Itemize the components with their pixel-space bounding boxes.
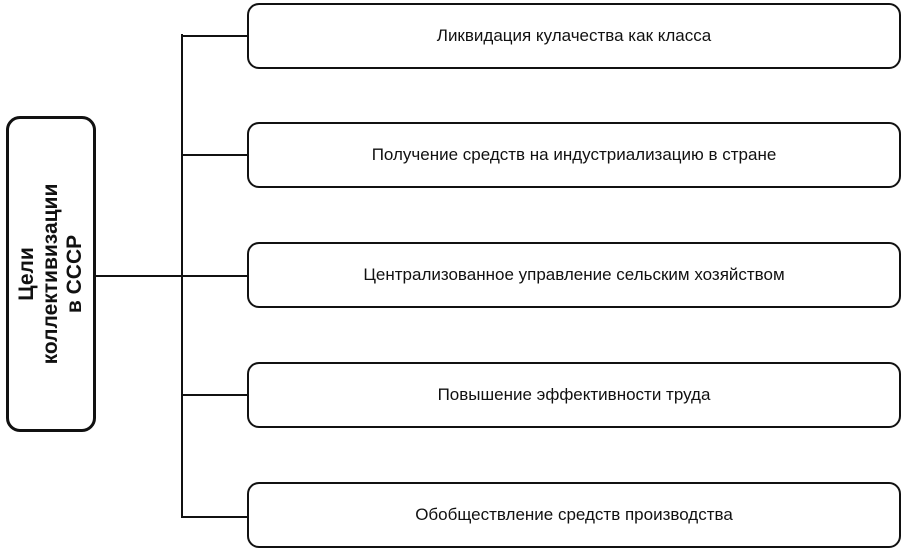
root-title-line-2: коллективизации (39, 183, 62, 365)
goal-label-3: Централизованное управление сельским хоз… (363, 265, 785, 284)
goal-node-5: Обобществление средств производства (247, 482, 901, 548)
goal-node-2: Получение средств на индустриализацию в … (247, 122, 901, 188)
goal-label-2: Получение средств на индустриализацию в … (371, 145, 777, 164)
root-title-line-3: в СССР (63, 234, 86, 314)
root-node: Цели коллективизации в СССР (6, 116, 96, 432)
root-title-line-1: Цели (15, 247, 38, 301)
goal-node-1: Ликвидация кулачества как класса (247, 3, 901, 69)
goal-node-4: Повышение эффективности труда (247, 362, 901, 428)
goal-label-4: Повышение эффективности труда (437, 385, 711, 404)
goal-label-1: Ликвидация кулачества как класса (436, 26, 712, 45)
goal-node-3: Централизованное управление сельским хоз… (247, 242, 901, 308)
root-title: Цели коллективизации в СССР (15, 184, 87, 365)
goal-label-5: Обобществление средств производства (415, 505, 733, 524)
